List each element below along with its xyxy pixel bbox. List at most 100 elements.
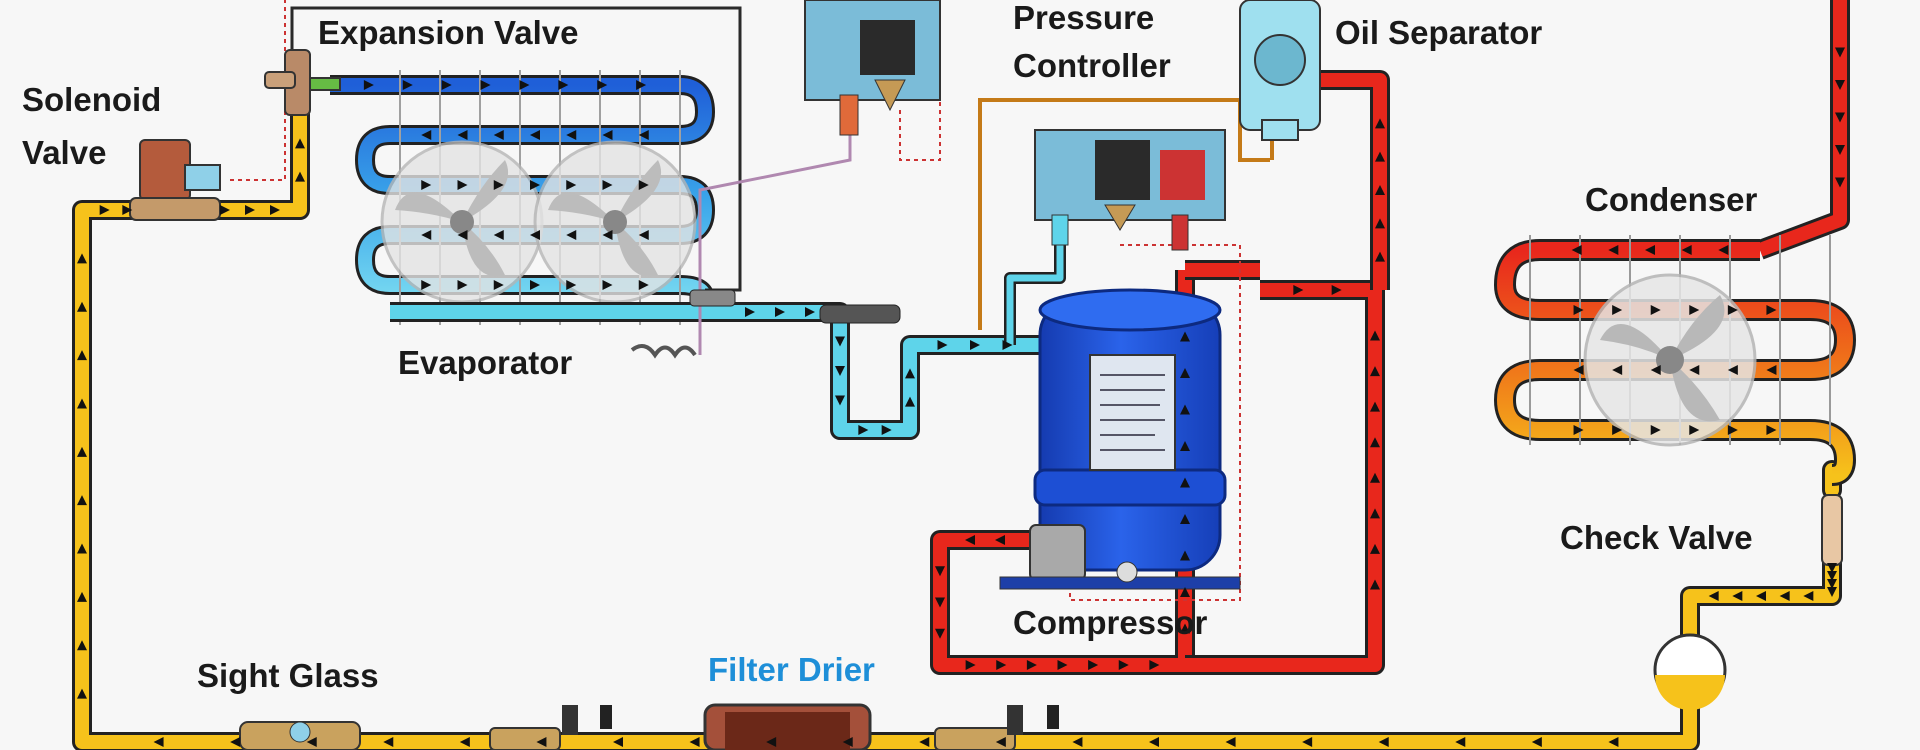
- flow-arrow-icon: [1756, 591, 1766, 601]
- flow-arrow-icon: [1375, 251, 1385, 262]
- flow-arrow-icon: [1645, 245, 1655, 255]
- flow-arrow-icon: [1612, 365, 1623, 375]
- pressure-controller-label-line2: Controller: [1013, 47, 1171, 84]
- flow-arrow-icon: [919, 737, 930, 747]
- suction-line-filter: [689, 289, 901, 324]
- flow-arrow-icon: [1727, 305, 1738, 315]
- flow-arrow-icon: [1718, 245, 1729, 255]
- liquid-receiver: [1653, 633, 1727, 710]
- flow-arrow-icon: [1835, 47, 1845, 58]
- flow-arrow-icon: [1370, 508, 1380, 519]
- check-valve-label: Check Valve: [1560, 519, 1753, 556]
- flow-arrow-icon: [858, 425, 869, 435]
- flow-arrow-icon: [965, 660, 976, 670]
- flow-arrow-icon: [383, 737, 394, 747]
- flow-arrow-icon: [457, 280, 468, 290]
- flow-arrow-icon: [1180, 587, 1190, 597]
- solenoid-valve-label-line2: Valve: [22, 134, 107, 171]
- flow-arrow-icon: [77, 301, 87, 312]
- flow-arrow-icon: [1370, 330, 1380, 341]
- flow-arrow-icon: [441, 80, 452, 90]
- flow-arrow-icon: [1835, 145, 1845, 155]
- flow-arrow-icon: [230, 737, 241, 747]
- flow-arrow-icon: [77, 350, 87, 361]
- flow-arrow-icon: [1370, 543, 1380, 554]
- flow-arrow-icon: [905, 368, 915, 379]
- flow-arrow-icon: [493, 230, 504, 240]
- flow-arrow-icon: [1827, 571, 1837, 581]
- flow-arrow-icon: [1708, 591, 1719, 601]
- flow-arrow-icon: [965, 535, 975, 545]
- pressure-controller-label-line1: Pressure: [1013, 0, 1155, 36]
- flow-arrow-icon: [1727, 365, 1738, 375]
- flow-arrow-icon: [566, 130, 577, 140]
- flow-arrow-icon: [1608, 737, 1619, 747]
- flow-arrow-icon: [77, 640, 87, 651]
- flow-arrow-icon: [638, 180, 649, 190]
- flow-arrow-icon: [602, 130, 613, 140]
- flow-arrow-icon: [970, 340, 980, 350]
- flow-arrow-icon: [363, 80, 374, 90]
- flow-arrow-icon: [77, 253, 87, 264]
- flow-arrow-icon: [775, 307, 785, 317]
- flow-arrow-icon: [1766, 365, 1777, 375]
- flow-arrow-icon: [1732, 591, 1743, 601]
- flow-arrow-icon: [805, 307, 815, 317]
- flow-arrow-icon: [421, 280, 432, 290]
- flow-arrow-icon: [1026, 660, 1037, 670]
- flow-arrow-icon: [1681, 245, 1692, 255]
- flow-arrow-icon: [493, 180, 504, 190]
- flow-arrow-icon: [638, 280, 649, 290]
- flow-arrow-icon: [1573, 365, 1584, 375]
- solenoid-valve-label-line1: Solenoid: [22, 81, 162, 118]
- flow-arrow-icon: [1689, 305, 1700, 315]
- flow-arrow-icon: [1650, 305, 1661, 315]
- flow-arrow-icon: [881, 425, 892, 435]
- flow-arrow-icon: [689, 737, 700, 747]
- flow-arrow-icon: [1573, 425, 1584, 435]
- flow-arrow-icon: [1612, 305, 1623, 315]
- pressure-controller: [1034, 129, 1226, 251]
- flow-arrow-icon: [77, 495, 87, 506]
- flow-arrow-icon: [842, 737, 853, 747]
- flow-arrow-icon: [1766, 305, 1777, 315]
- filter-drier: [703, 703, 872, 750]
- flow-arrow-icon: [530, 130, 540, 140]
- flow-arrow-icon: [1779, 591, 1790, 601]
- flow-arrow-icon: [1375, 151, 1385, 162]
- flow-arrow-icon: [1057, 660, 1068, 670]
- flow-arrow-icon: [1331, 285, 1342, 295]
- flow-arrow-icon: [220, 205, 230, 215]
- flow-arrow-icon: [638, 130, 649, 140]
- flow-arrow-icon: [1225, 737, 1236, 747]
- flow-arrow-icon: [937, 340, 948, 350]
- flow-arrow-icon: [636, 80, 647, 90]
- flow-arrow-icon: [1072, 737, 1083, 747]
- flow-arrow-icon: [530, 230, 540, 240]
- compressor-label: Compressor: [1013, 604, 1208, 641]
- flow-arrow-icon: [421, 230, 432, 240]
- flow-arrow-icon: [99, 205, 110, 215]
- flow-arrow-icon: [597, 80, 608, 90]
- flow-arrow-icon: [1370, 401, 1380, 412]
- pressure-controller-top: [804, 0, 941, 136]
- flow-arrow-icon: [1180, 477, 1190, 488]
- flow-arrow-icon: [1650, 365, 1661, 375]
- flow-arrow-icon: [295, 171, 305, 182]
- flow-arrow-icon: [77, 543, 87, 554]
- flow-arrow-icon: [153, 737, 164, 747]
- oil-separator-label: Oil Separator: [1335, 14, 1543, 51]
- flow-arrow-icon: [457, 230, 468, 240]
- flow-arrow-icon: [566, 230, 577, 240]
- flow-arrow-icon: [421, 130, 432, 140]
- flow-arrow-icon: [1375, 118, 1385, 129]
- sight-glass-label: Sight Glass: [197, 657, 379, 694]
- flow-arrow-icon: [1149, 660, 1160, 670]
- flow-arrow-icon: [996, 660, 1007, 670]
- flow-arrow-icon: [519, 80, 530, 90]
- flow-arrow-icon: [402, 80, 413, 90]
- flow-arrow-icon: [1612, 425, 1623, 435]
- flow-arrow-icon: [835, 395, 845, 406]
- flow-arrow-icon: [1835, 112, 1845, 123]
- flow-arrow-icon: [602, 280, 613, 290]
